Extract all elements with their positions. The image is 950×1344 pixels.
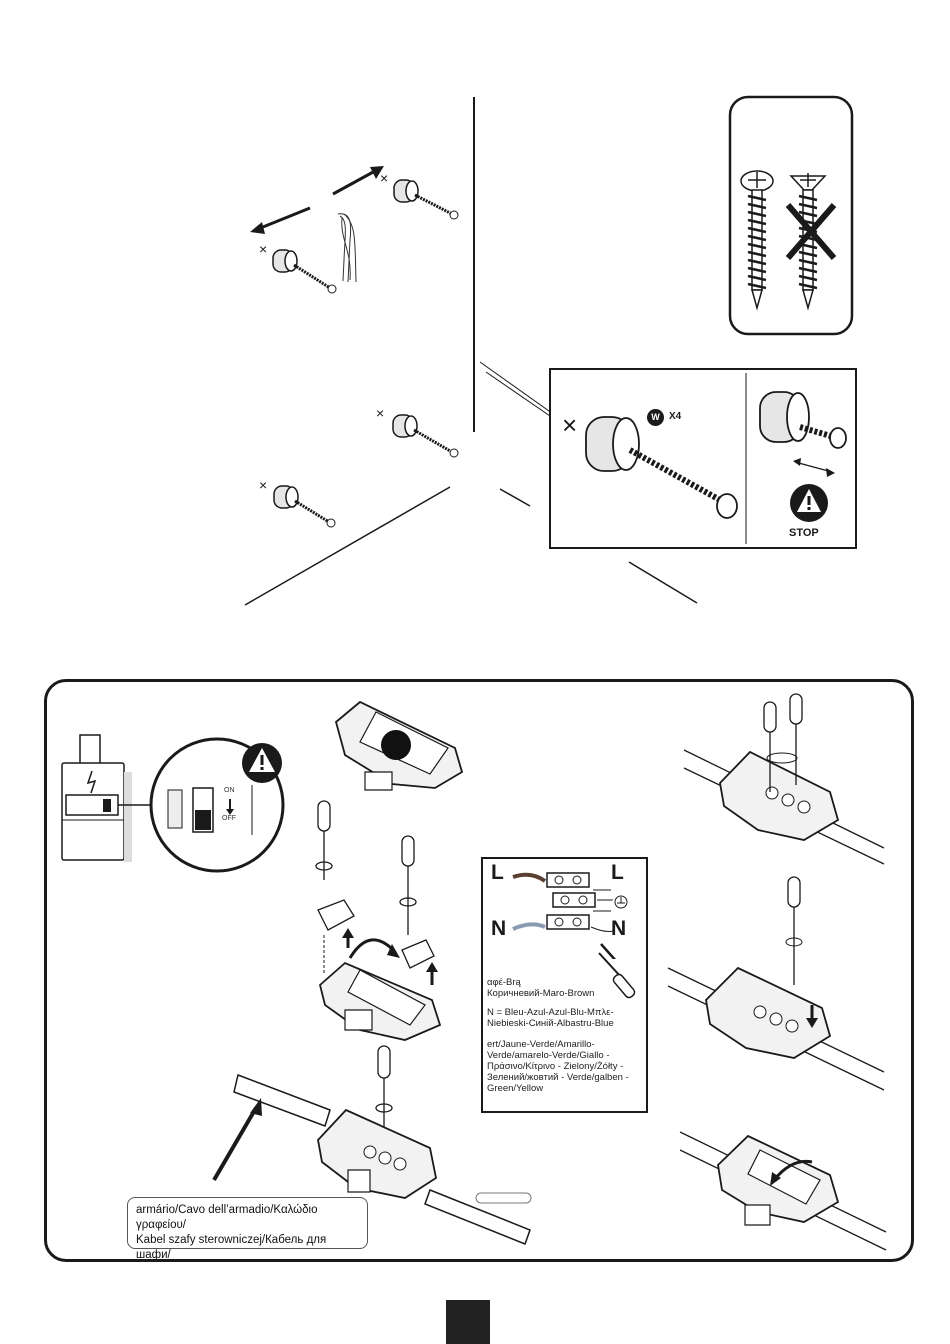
- live-left-label: L: [491, 861, 504, 884]
- electrical-panel: [44, 679, 914, 1262]
- svg-text:×: ×: [376, 405, 384, 421]
- spacer-screw-1: ×: [380, 170, 459, 220]
- cable-label-line-2: Kabel szafy sterowniczej/Кабель для шафи…: [136, 1234, 327, 1261]
- screwdriver-icon: [600, 943, 617, 959]
- neutral-left-label: N: [491, 917, 507, 940]
- cross-icon: [785, 203, 837, 260]
- hardware-badge: W: [647, 409, 664, 426]
- stop-label: STOP: [789, 527, 819, 539]
- spacer-screw-4: ×: [259, 477, 336, 528]
- neutral-right-label: N: [611, 917, 627, 940]
- page-number-block: [446, 1300, 490, 1344]
- spacer-detail-icon: ×: [562, 410, 738, 519]
- brown-wire-text: αφέ-Brą Коричневий-Maro-Brown: [487, 977, 595, 999]
- left-arrow-icon: [250, 206, 311, 234]
- cable-icon: [337, 213, 357, 283]
- detail-box: ×: [549, 368, 857, 549]
- earth-wire-text: ert/Jaune-Verde/Amarillo- Verde/amarelo-…: [487, 1039, 629, 1094]
- stop-detail-icon: [759, 391, 847, 477]
- cable-label-line-1: armário/Cavo dell’armadio/Καλώδιο γραφεί…: [136, 1204, 318, 1231]
- switch-off-label: OFF: [222, 815, 236, 822]
- live-right-label: L: [611, 861, 624, 884]
- wiring-diagram: L L N N αφέ-Brą Коричневий-Maro-Brown N …: [481, 857, 648, 1113]
- terminal-block-diagram: [512, 872, 628, 959]
- svg-text:×: ×: [259, 477, 267, 493]
- svg-text:×: ×: [380, 170, 388, 186]
- warning-icon: [790, 484, 828, 522]
- screw-type-box: [728, 95, 854, 336]
- screwdriver-icon: [598, 952, 636, 999]
- quantity-label: X4: [669, 411, 682, 422]
- spacer-screw-3: ×: [376, 405, 459, 458]
- cable-label: armário/Cavo dell’armadio/Καλώδιο γραφεί…: [127, 1197, 368, 1261]
- wall-mounting-illustration: × × × ×: [244, 95, 857, 606]
- blue-wire-text: N = Bleu-Azul-Azul-Blu-Μπλε- Niebieski-С…: [487, 1007, 614, 1029]
- switch-on-label: ON: [224, 787, 235, 794]
- right-arrow-icon: [332, 166, 384, 196]
- svg-text:×: ×: [259, 241, 267, 257]
- correct-screw-icon: [740, 170, 774, 311]
- svg-text:×: ×: [562, 410, 577, 440]
- spacer-screw-2: ×: [259, 241, 337, 294]
